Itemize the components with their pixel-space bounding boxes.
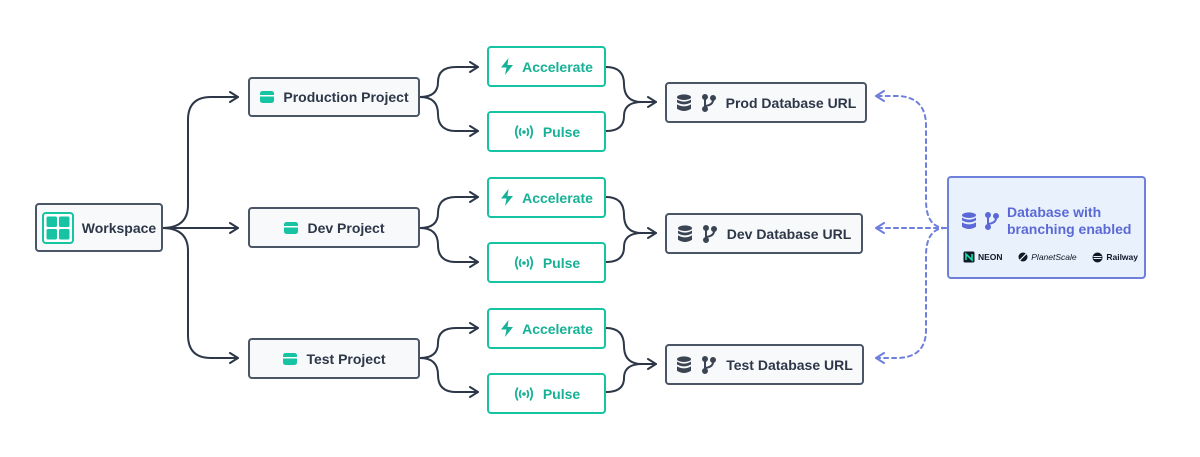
project-label: Test Project xyxy=(306,350,386,367)
lightning-icon xyxy=(500,58,514,75)
project-node-dev[interactable]: Dev Project xyxy=(248,207,420,248)
accelerate-label: Accelerate xyxy=(522,189,593,206)
project-label: Production Project xyxy=(283,89,409,105)
db-url-node-prod[interactable]: Prod Database URL xyxy=(665,82,867,123)
connector-dev-pulse-db xyxy=(605,232,643,263)
dashed-connector-prod xyxy=(875,90,947,229)
accelerate-node-dev[interactable]: Accelerate xyxy=(487,177,606,218)
pulse-node-dev[interactable]: Pulse xyxy=(487,242,606,283)
connector-test-accelerate xyxy=(419,322,479,359)
git-branch-icon xyxy=(701,93,716,112)
project-node-test[interactable]: Test Project xyxy=(248,338,420,379)
branching-database-title: Database with branching enabled xyxy=(1007,204,1132,237)
project-label: Dev Project xyxy=(307,219,385,236)
db-url-label: Prod Database URL xyxy=(725,94,857,111)
connector-test-accelerate-db xyxy=(605,327,657,370)
db-url-node-test[interactable]: Test Database URL xyxy=(665,344,864,385)
branching-database-node[interactable]: Database with branching enabled NEON Pla… xyxy=(947,176,1146,279)
provider-label: PlanetScale xyxy=(1031,252,1077,262)
pulse-node-prod[interactable]: Pulse xyxy=(487,111,606,152)
pulse-label: Pulse xyxy=(542,123,581,140)
provider-label: Railway xyxy=(1106,252,1138,262)
provider-label: NEON xyxy=(978,252,1003,262)
pulse-node-test[interactable]: Pulse xyxy=(487,373,606,414)
connector-test-pulse xyxy=(419,357,479,398)
grid-icon xyxy=(41,211,74,244)
accelerate-label: Accelerate xyxy=(522,58,593,75)
railway-logo-icon xyxy=(1092,252,1103,262)
branching-database-icons xyxy=(961,212,999,230)
box-icon xyxy=(282,351,298,367)
dashed-connector-test xyxy=(875,227,947,364)
git-branch-icon xyxy=(702,355,717,374)
connector-dev-accelerate-db xyxy=(605,196,657,239)
accelerate-label: Accelerate xyxy=(522,320,593,337)
neon-logo-icon xyxy=(963,251,975,263)
box-icon xyxy=(283,220,299,236)
workspace-label: Workspace xyxy=(81,219,157,236)
connector-prod-pulse xyxy=(419,96,479,137)
database-icon xyxy=(677,224,693,243)
provider-logo-neon: NEON xyxy=(963,251,1003,263)
database-icon xyxy=(676,93,692,112)
connector-prod-accelerate xyxy=(419,61,479,98)
db-url-label: Dev Database URL xyxy=(726,225,852,242)
project-node-production[interactable]: Production Project xyxy=(248,77,420,117)
database-icon xyxy=(676,355,692,374)
lightning-icon xyxy=(500,320,514,337)
connector-dev-pulse xyxy=(419,227,479,268)
provider-logos: NEON PlanetScale Railway xyxy=(963,251,1138,263)
provider-logo-planetscale: PlanetScale xyxy=(1018,252,1077,262)
git-branch-icon xyxy=(702,224,717,243)
connector-workspace-test xyxy=(161,227,239,364)
git-branch-icon xyxy=(985,212,999,230)
provider-logo-railway: Railway xyxy=(1092,252,1138,263)
db-url-label: Test Database URL xyxy=(726,356,853,373)
database-icon xyxy=(961,212,977,230)
db-url-node-dev[interactable]: Dev Database URL xyxy=(665,213,863,254)
lightning-icon xyxy=(500,189,514,206)
signal-icon xyxy=(513,255,535,270)
connector-workspace-prod xyxy=(161,91,239,229)
workspace-node[interactable]: Workspace xyxy=(35,203,163,252)
connector-prod-accelerate-db xyxy=(605,66,657,108)
accelerate-node-test[interactable]: Accelerate xyxy=(487,308,606,349)
connector-prod-pulse-db xyxy=(605,101,643,132)
connector-test-pulse-db xyxy=(605,363,643,393)
pulse-label: Pulse xyxy=(542,385,581,402)
signal-icon xyxy=(513,124,535,139)
signal-icon xyxy=(513,386,535,401)
accelerate-node-prod[interactable]: Accelerate xyxy=(487,46,606,87)
pulse-label: Pulse xyxy=(542,254,581,271)
planetscale-logo-icon xyxy=(1018,252,1028,262)
connector-dev-accelerate xyxy=(419,191,479,229)
box-icon xyxy=(259,89,275,105)
